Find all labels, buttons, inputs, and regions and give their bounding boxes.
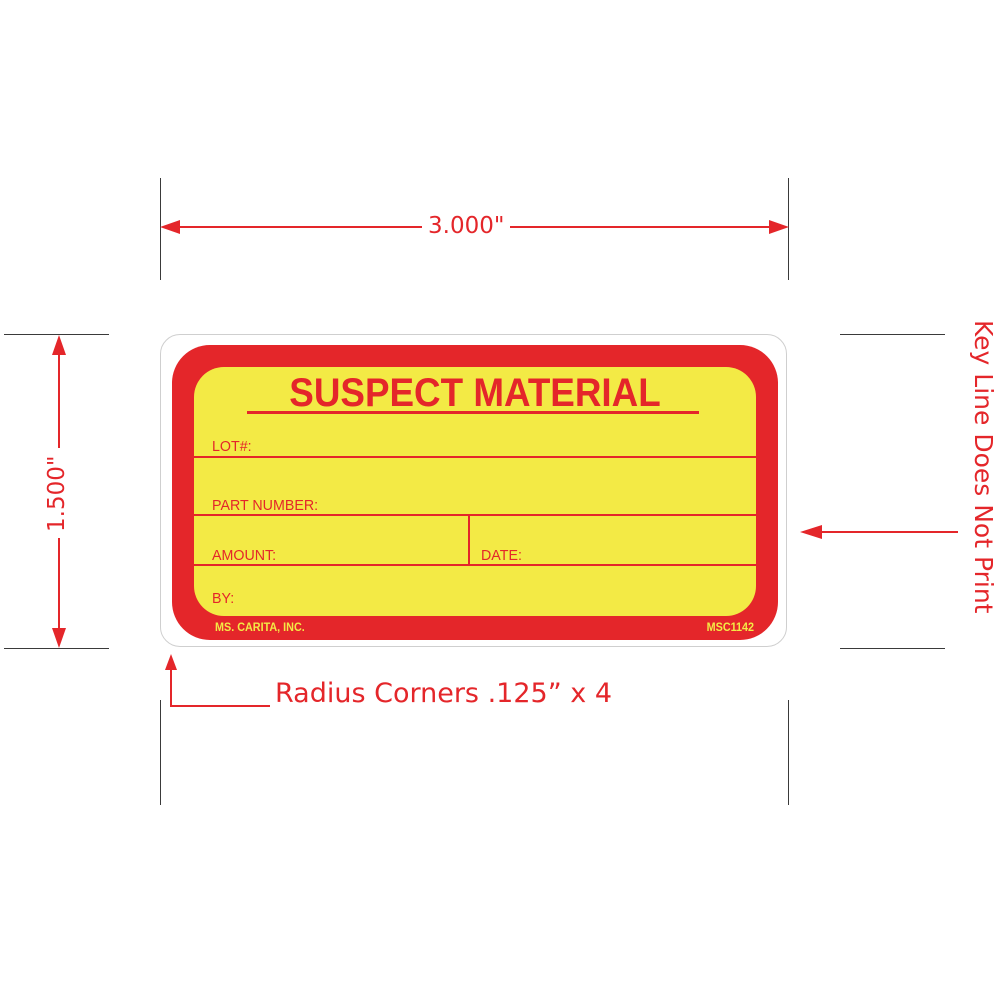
corner-radius-note: Radius Corners .125” x 4 <box>275 678 613 709</box>
width-guide-right <box>788 178 789 280</box>
arrow-left-icon <box>160 220 180 234</box>
keyline-pointer-line <box>815 531 958 533</box>
title-underline <box>247 411 699 414</box>
part-number-rule <box>194 514 756 516</box>
amount-date-divider <box>468 514 470 565</box>
field-amount-label: AMOUNT: <box>212 547 277 564</box>
field-lot-label: LOT#: <box>212 438 252 455</box>
bottom-guide-left <box>160 700 161 805</box>
lot-rule <box>194 456 756 458</box>
field-date-label: DATE: <box>481 547 522 564</box>
keyline-guide-bottom <box>840 648 945 649</box>
label-title: SUSPECT MATERIAL <box>289 371 661 415</box>
arrow-right-icon <box>769 220 789 234</box>
height-guide-top <box>4 334 109 335</box>
height-label-gap <box>42 448 76 538</box>
field-by-label: BY: <box>212 590 235 607</box>
arrow-left-pointer-icon <box>800 525 822 539</box>
keyline-guide-top <box>840 334 945 335</box>
width-guide-left <box>160 178 161 280</box>
arrow-up-icon <box>52 335 66 355</box>
footer-product-code: MSC1142 <box>706 620 755 634</box>
keyline-note: Key Line Does Not Print <box>969 320 998 614</box>
bottom-guide-right <box>788 700 789 805</box>
height-dimension-label: 1.500" <box>44 455 70 532</box>
width-dimension-label: 3.000" <box>422 215 511 238</box>
height-guide-bottom <box>4 648 109 649</box>
footer-company: MS. CARITA, INC. <box>214 620 305 634</box>
label-yellow-panel: SUSPECT MATERIAL LOT#: PART NUMBER: AMOU… <box>194 367 756 616</box>
amount-date-rule <box>194 564 756 566</box>
field-part-number-label: PART NUMBER: <box>212 497 319 514</box>
arrow-down-icon <box>52 628 66 648</box>
corner-pointer-arrow-icon <box>165 654 270 707</box>
